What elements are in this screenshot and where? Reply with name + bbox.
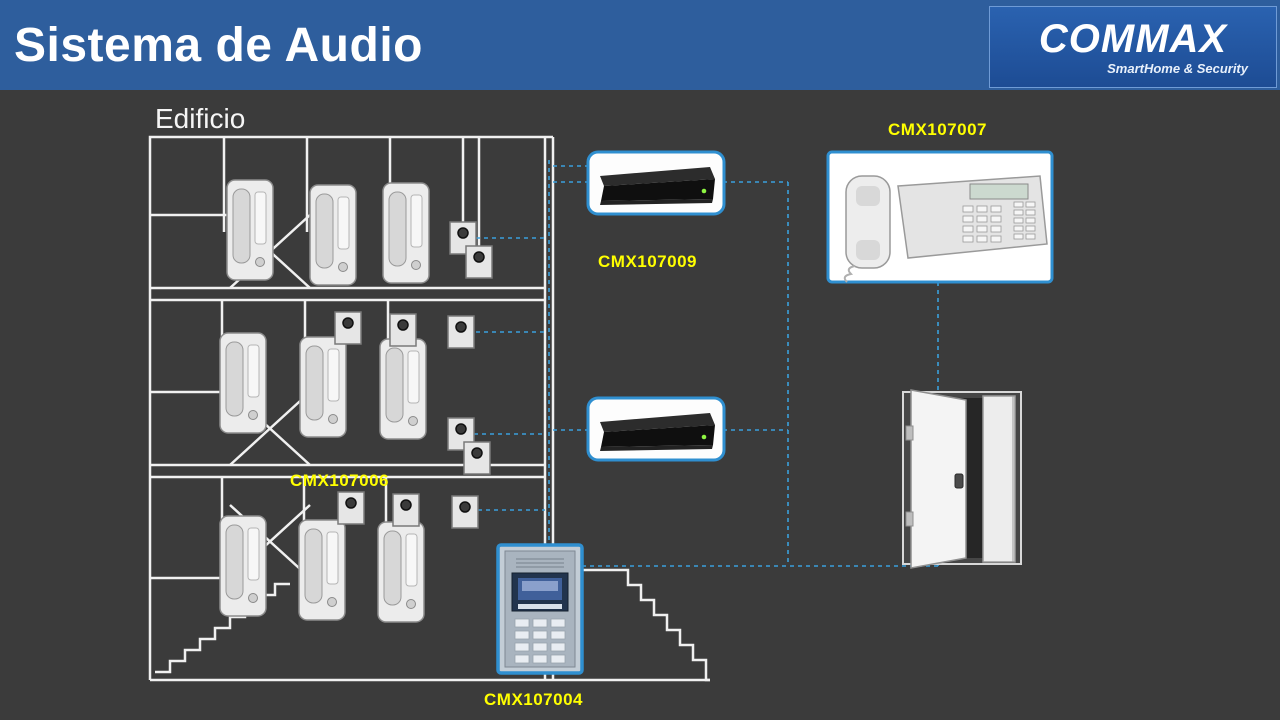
distributor-device-top: [586, 150, 726, 216]
slide-title: Sistema de Audio: [14, 18, 423, 72]
building-label: Edificio: [155, 103, 246, 134]
door-station-device: [496, 543, 584, 675]
phone-cord: [843, 265, 856, 283]
commax-logo-text: COMMAX: [1038, 16, 1228, 61]
station-keypad: [514, 618, 566, 664]
label-door-station: CMX107004: [484, 690, 584, 709]
apartment-units: [219, 179, 430, 623]
intercom-unit: [299, 336, 347, 438]
intercom-unit: [226, 179, 274, 281]
door-hinge: [905, 425, 914, 441]
intercom-unit: [309, 184, 357, 286]
label-guard-phone: CMX107007: [888, 120, 988, 139]
label-distributor-mid: CMX107006: [290, 471, 390, 490]
junction-box: [463, 441, 491, 475]
label-distributor-top: CMX107009: [598, 252, 698, 271]
door-illustration: [902, 389, 1022, 569]
intercom-unit: [219, 332, 267, 434]
door-hinge: [905, 511, 914, 527]
junction-box: [447, 315, 475, 349]
connection-lines: [474, 160, 939, 567]
junction-box: [337, 491, 365, 525]
junction-box: [389, 313, 417, 347]
junction-box: [465, 245, 493, 279]
commax-logo-tagline: SmartHome & Security: [1107, 60, 1248, 76]
intercom-unit: [219, 515, 267, 617]
junction-box: [451, 495, 479, 529]
junction-box: [392, 493, 420, 527]
guard-phone-device: [826, 150, 1054, 284]
commax-logo: COMMAX SmartHome & Security: [989, 6, 1277, 88]
distributor-device-mid: [586, 396, 726, 462]
intercom-unit: [382, 182, 430, 284]
speaker-grill: [516, 558, 564, 568]
intercom-unit: [298, 519, 346, 621]
door-leaf: [910, 389, 967, 569]
intercom-unit: [377, 521, 425, 623]
door-handle: [954, 473, 964, 489]
phone-keypad: [962, 201, 1036, 243]
junction-box: [334, 311, 362, 345]
header-bar: Sistema de Audio COMMAX SmartHome & Secu…: [0, 0, 1280, 90]
intercom-unit: [379, 338, 427, 440]
